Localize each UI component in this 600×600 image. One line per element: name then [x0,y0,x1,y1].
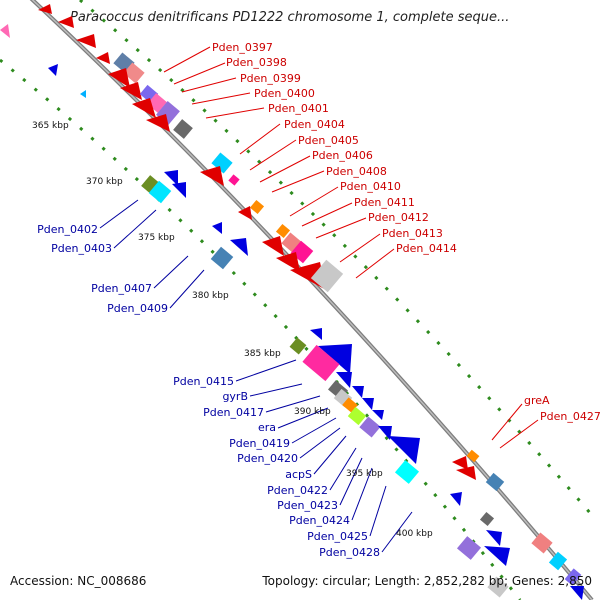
tick-rail-inner [0,58,522,600]
gene-label-pden-0411[interactable]: Pden_0411 [354,196,415,209]
gene-label-pden-0410[interactable]: Pden_0410 [340,180,401,193]
gene-label-pden-0420[interactable]: Pden_0420 [237,452,298,465]
gene-label-pden-0399[interactable]: Pden_0399 [240,72,301,85]
reverse-label-leaders [99,199,413,553]
gene-label-pden-0398[interactable]: Pden_0398 [226,56,287,69]
scale-tick-label: 375 kbp [138,233,175,243]
gene-label-pden-0415[interactable]: Pden_0415 [173,375,234,388]
gene-label-pden-0405[interactable]: Pden_0405 [298,134,359,147]
reverse-gene-track [0,24,584,600]
gene-label-pden-0423[interactable]: Pden_0423 [277,499,338,512]
scale-tick-label: 365 kbp [32,121,69,131]
gene-label-pden-0402[interactable]: Pden_0402 [37,223,98,236]
gene-label-pden-0419[interactable]: Pden_0419 [229,437,290,450]
gene-label-pden-0400[interactable]: Pden_0400 [254,87,315,100]
gene-label-pden-0413[interactable]: Pden_0413 [382,227,443,240]
topology-summary: Topology: circular; Length: 2,852,282 bp… [262,574,592,588]
gene-label-pden-0422[interactable]: Pden_0422 [267,484,328,497]
gene-label-pden-0412[interactable]: Pden_0412 [368,211,429,224]
accession-label: Accession: NC_008686 [10,574,147,588]
gene-label-pden-0414[interactable]: Pden_0414 [396,242,457,255]
gene-label-era[interactable]: era [258,421,276,434]
forward-gene-track [38,4,582,586]
gene-label-pden-0409[interactable]: Pden_0409 [107,302,168,315]
gene-label-acps[interactable]: acpS [285,468,312,481]
gene-label-pden-0424[interactable]: Pden_0424 [289,514,350,527]
scale-tick-label: 380 kbp [192,291,229,301]
scale-tick-label: 400 kbp [396,529,433,539]
gene-label-pden-0408[interactable]: Pden_0408 [326,165,387,178]
gene-label-gyrb[interactable]: gyrB [222,390,248,403]
gene-label-grea[interactable]: greA [524,394,550,407]
map-title: Paracoccus denitrificans PD1222 chromoso… [70,10,510,25]
scale-tick-label: 385 kbp [244,349,281,359]
scale-tick-label: 395 kbp [346,469,383,479]
gene-label-pden-0406[interactable]: Pden_0406 [312,149,373,162]
gene-label-pden-0397[interactable]: Pden_0397 [212,41,273,54]
scale-tick-label: 390 kbp [294,407,331,417]
gene-label-pden-0403[interactable]: Pden_0403 [51,242,112,255]
gene-label-pden-0428[interactable]: Pden_0428 [319,546,380,559]
scale-tick-label: 370 kbp [86,177,123,187]
tick-rail-outer [79,0,598,521]
gene-label-pden-0401[interactable]: Pden_0401 [268,102,329,115]
gene-label-pden-0417[interactable]: Pden_0417 [203,406,264,419]
forward-label-leaders [163,46,539,449]
gene-label-pden-0407[interactable]: Pden_0407 [91,282,152,295]
gene-label-pden-0404[interactable]: Pden_0404 [284,118,345,131]
gene-label-pden-0427[interactable]: Pden_0427 [540,410,600,423]
gene-label-pden-0425[interactable]: Pden_0425 [307,530,368,543]
